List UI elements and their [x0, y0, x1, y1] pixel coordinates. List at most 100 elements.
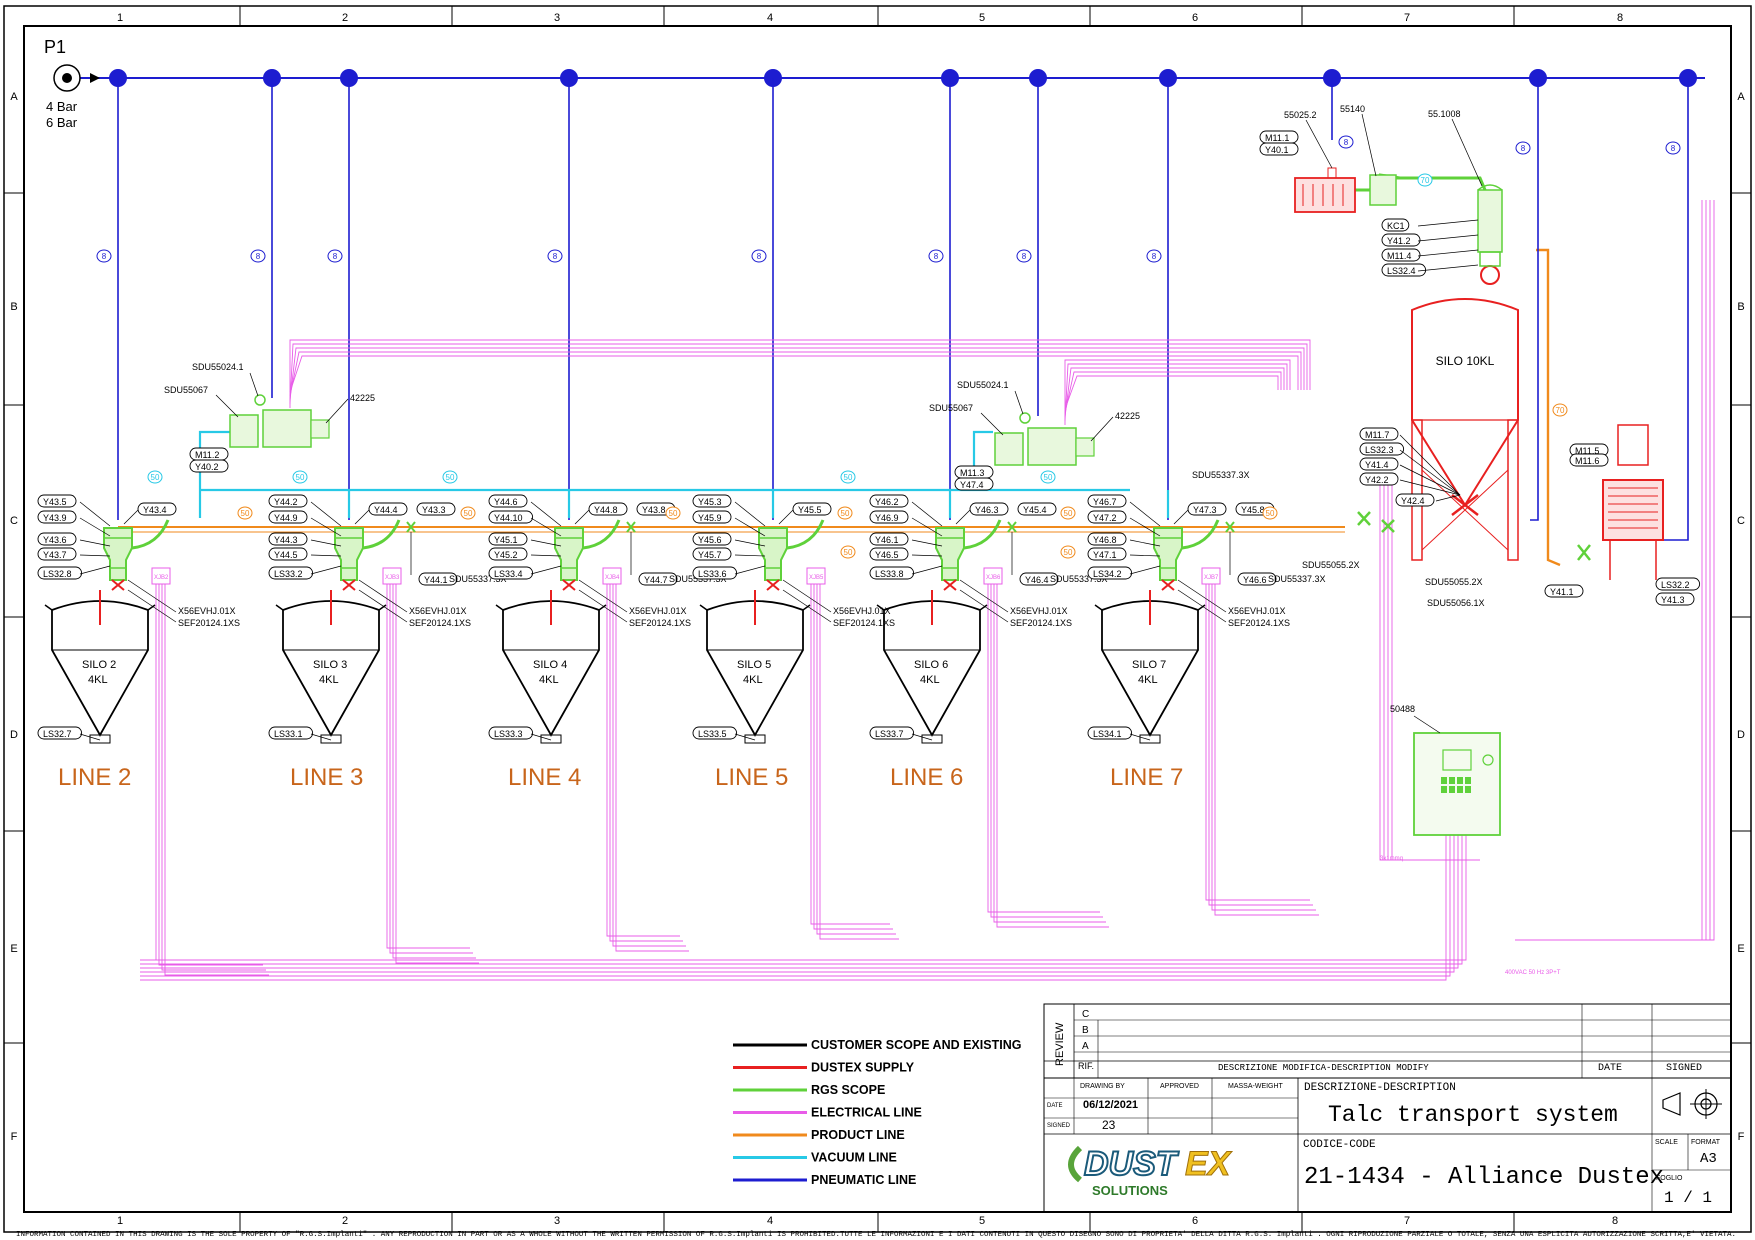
pipe-size-mark [1146, 249, 1162, 263]
tag-bubble [37, 726, 83, 740]
tag-label: SDU55055.2X [1302, 560, 1360, 570]
logo-text-dust: DUST [1084, 1145, 1180, 1183]
tag-label: SDU55067 [164, 385, 208, 395]
diverter-valve-icon [626, 521, 636, 533]
rev-a: A [1082, 1041, 1089, 1052]
silo-outlet [320, 734, 342, 744]
main-silo-body [1411, 298, 1519, 507]
electrical-cable [155, 584, 260, 961]
description-header: DESCRIZIONE-DESCRIPTION [1304, 1082, 1456, 1094]
line-name: LINE 3 [290, 764, 363, 791]
code-header: CODICE-CODE [1303, 1139, 1376, 1151]
tag-label: SEF20124.1XS [1010, 618, 1072, 628]
tag-label: Y43.7 [43, 550, 67, 560]
date-value: 06/12/2021 [1083, 1099, 1138, 1111]
tag-bubble [692, 532, 732, 546]
electrical-cable [606, 584, 680, 937]
grid-col-bottom: 6 [1192, 1215, 1198, 1227]
electrical-cable [1515, 200, 1715, 941]
silo-lug [378, 604, 387, 611]
grid-col-top: 2 [342, 12, 348, 24]
footer-notice: INFORMATION CONTAINED IN THIS DRAWING IS… [16, 1231, 1736, 1239]
tag-label: Y42.2 [1365, 475, 1389, 485]
rgs-hopper [103, 527, 133, 581]
tag-label: M11.7 [1365, 430, 1389, 440]
line-name: LINE 4 [508, 764, 581, 791]
tag-bubble [37, 494, 77, 508]
pipe-size-label: 50 [464, 509, 473, 518]
tag-bubble [488, 510, 534, 524]
rif-label: RIF. [1078, 1061, 1094, 1071]
tag-label: Y44.4 [374, 505, 398, 515]
silo-lug [876, 604, 885, 611]
leader-line [734, 517, 766, 537]
tag-label: LS33.7 [875, 729, 904, 739]
silo-body [1101, 600, 1199, 737]
sheet-label: FOGLIO [1656, 1175, 1683, 1182]
pipe-size-label: 70 [1556, 406, 1565, 415]
pipe-size-label: 8 [1152, 252, 1157, 261]
tag-bubble [488, 532, 528, 546]
silo-name: SILO 5 [737, 659, 771, 671]
tag-bubble [268, 532, 308, 546]
electrical-cable [1515, 200, 1711, 941]
electrical-cable [990, 584, 1103, 918]
description-value: Talc transport system [1328, 1102, 1618, 1128]
tag-label: Y44.8 [594, 505, 618, 515]
rgs-hopper [758, 527, 788, 581]
tag-bubble [1381, 248, 1421, 262]
tag-bubble [869, 566, 915, 580]
silo-lug [1094, 604, 1103, 611]
flow-arrow-icon [90, 73, 100, 83]
grid-col-top: 5 [979, 12, 985, 24]
electrical-cable [1515, 200, 1703, 941]
pipe-size-label: 50 [844, 473, 853, 482]
tag-label: LS34.2 [1093, 569, 1122, 579]
grid-col-top: 8 [1617, 12, 1623, 24]
leader-line [530, 565, 562, 575]
electrical-cable [615, 584, 689, 952]
rgs-filter [1369, 174, 1397, 206]
tag-bubble [189, 459, 229, 473]
tag-label: SDU55024.1 [192, 362, 244, 372]
tag-bubble [368, 502, 408, 516]
leader-line [911, 539, 943, 547]
tag-label: Y43.8 [642, 505, 666, 515]
main-silo-name: SILO 10KL [1436, 354, 1495, 368]
diverter-valve-icon [406, 521, 416, 533]
tag-label: Y45.7 [698, 550, 722, 560]
pipe-size-label: 50 [151, 473, 160, 482]
pipe-size-label: 50 [844, 548, 853, 557]
legend-label: ELECTRICAL LINE [811, 1106, 922, 1120]
tag-label: SEF20124.1XS [409, 618, 471, 628]
tag-bubble [1259, 142, 1299, 156]
leader-line [1129, 733, 1151, 741]
electrical-cable [289, 347, 1305, 401]
electrical-cable [813, 584, 893, 930]
junction-box [806, 567, 826, 585]
junction-box [382, 567, 402, 585]
electrical-cable [819, 584, 899, 940]
pipe-size-mark [1040, 470, 1056, 484]
leader-line [79, 565, 111, 575]
pipe-size-label: 8 [333, 252, 338, 261]
rgs-hopper [935, 527, 965, 581]
leader-line [530, 539, 562, 547]
tag-label: X56EVHJ.01X [833, 606, 891, 616]
tag-label: SDU55067 [929, 403, 973, 413]
leader-line [79, 517, 111, 537]
pipe-size-label: 50 [1266, 509, 1275, 518]
tag-bubble [692, 494, 732, 508]
rgs-feed-pipe [963, 519, 1002, 550]
tag-label: LS32.2 [1661, 580, 1690, 590]
leader-line [127, 579, 177, 613]
leader-line [911, 733, 933, 741]
electrical-cable [1064, 367, 1285, 418]
tag-label: X56EVHJ.01X [409, 606, 467, 616]
tag-bubble [1655, 592, 1695, 606]
tag-bubble [1017, 502, 1057, 516]
leader-line [1177, 589, 1227, 623]
grid-row-right: D [1737, 729, 1745, 741]
tag-label: 42225 [1115, 411, 1140, 421]
